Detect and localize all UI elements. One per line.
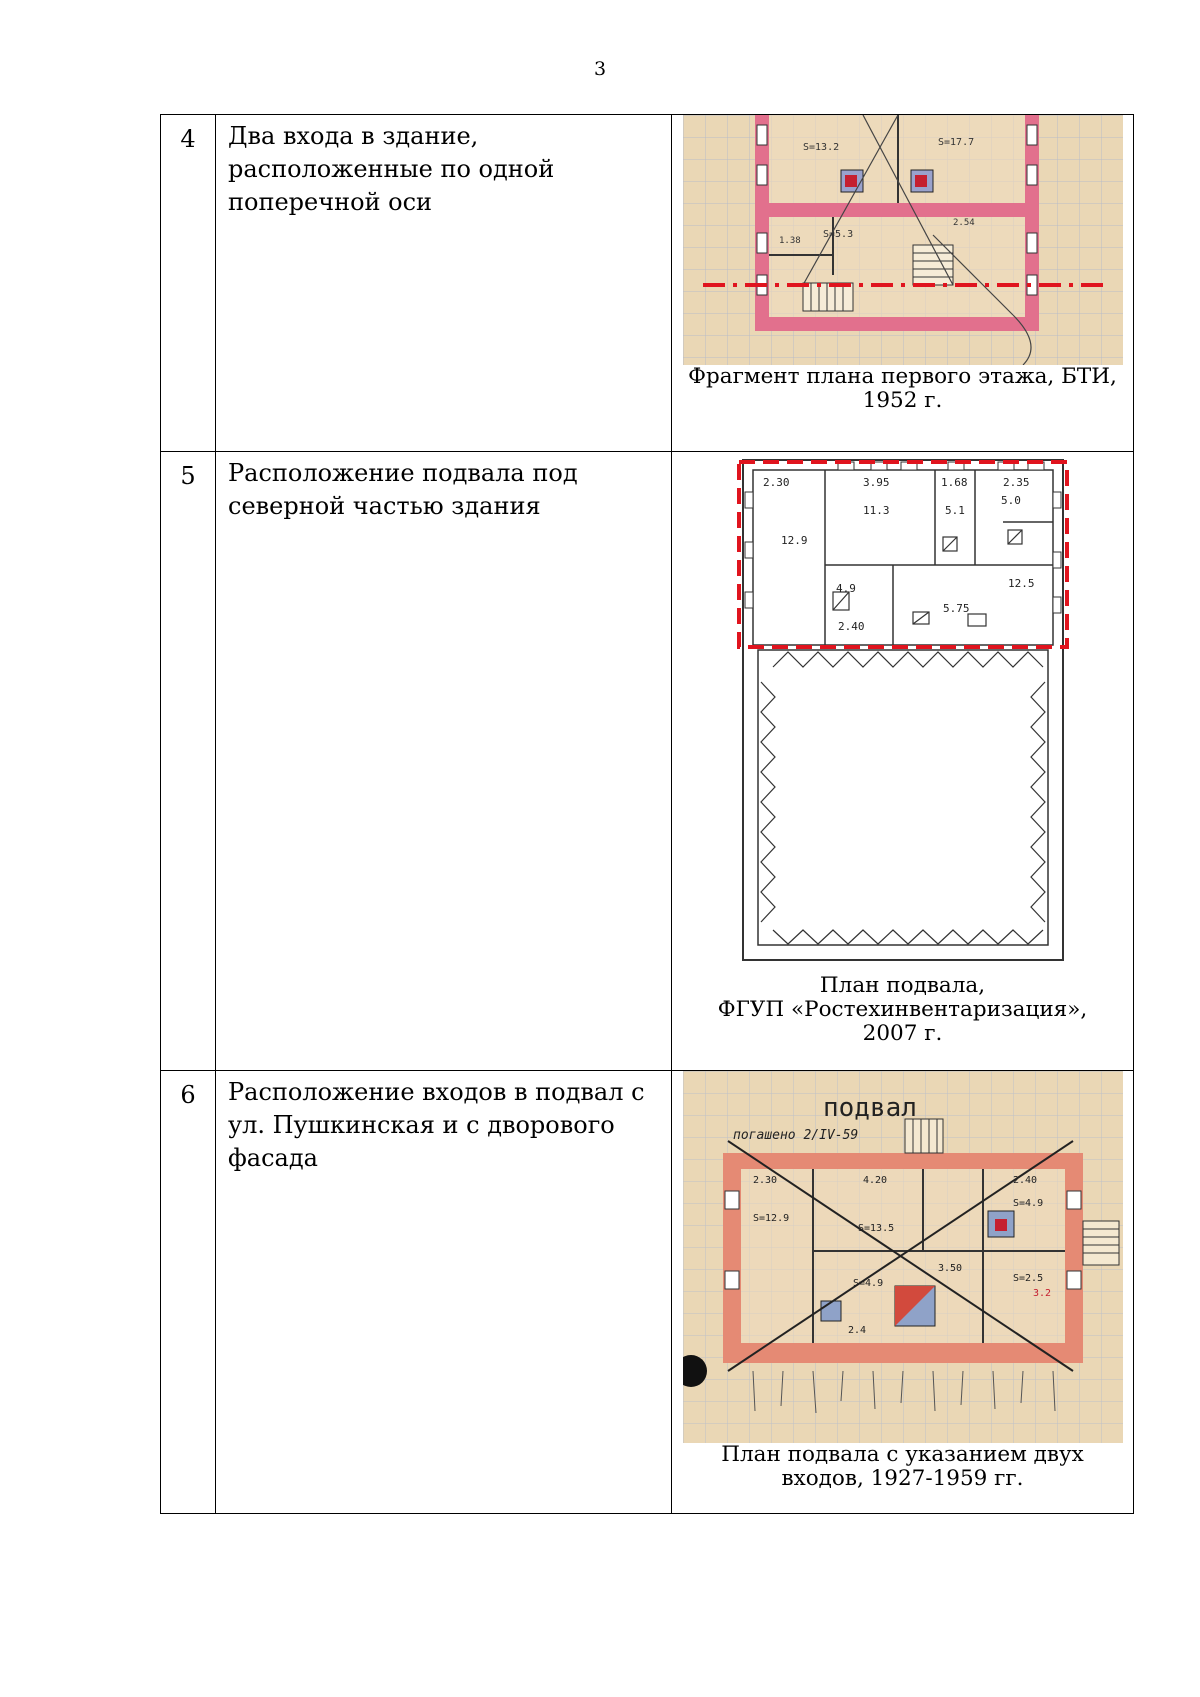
plan-label: 2.54 xyxy=(953,218,975,228)
description-line: расположенные по одной xyxy=(228,155,555,183)
row-description: Расположение подвала под северной частью… xyxy=(215,451,672,1071)
plan-label: 2.30 xyxy=(753,1175,777,1186)
plan-label: 12.5 xyxy=(1008,577,1035,590)
description-line: фасада xyxy=(228,1144,318,1172)
plan-label: подвал xyxy=(823,1093,917,1123)
caption-line: 1952 г. xyxy=(862,388,943,413)
plan-label: S=13.5 xyxy=(858,1223,894,1234)
caption-line: 2007 г. xyxy=(862,1021,943,1046)
plan-label: 4.20 xyxy=(863,1175,887,1186)
plan-label: 2.30 xyxy=(763,476,790,489)
row-illustration: подвал погашено 2/IV-59 xyxy=(671,1070,1134,1514)
plan-label: S=13.2 xyxy=(803,142,839,153)
plan-label: S=17.7 xyxy=(938,137,974,148)
row-illustration: 2.30 3.95 1.68 2.35 12.9 11.3 5.1 5.0 12… xyxy=(671,451,1134,1071)
plan-label: 12.9 xyxy=(781,534,808,547)
plan-label: 5.1 xyxy=(945,504,965,517)
row-number: 6 xyxy=(160,1070,216,1514)
plan-label: S=2.5 xyxy=(1013,1273,1043,1284)
historic-basement-plan-image: подвал погашено 2/IV-59 xyxy=(674,1071,1123,1443)
caption-line: План подвала, xyxy=(819,973,986,998)
row-illustration: S=13.2 S=17.7 S=5.3 1.38 2.54 Фрагмент п… xyxy=(671,114,1134,452)
plan-label: погашено 2/IV-59 xyxy=(733,1128,858,1143)
basement-plan-image: 2.30 3.95 1.68 2.35 12.9 11.3 5.1 5.0 12… xyxy=(712,452,1093,972)
plan-label: 2.4 xyxy=(848,1325,866,1336)
plan-label: 1.38 xyxy=(779,236,801,246)
plan-label: 3.50 xyxy=(938,1263,962,1274)
plan-label: 2.40 xyxy=(838,620,865,633)
description-line: Расположение входов в подвал с xyxy=(228,1078,645,1106)
page-number: 3 xyxy=(593,58,607,80)
caption-line: входов, 1927-1959 гг. xyxy=(781,1466,1024,1491)
illustration-caption: Фрагмент плана первого этажа, БТИ, 1952 … xyxy=(672,365,1133,413)
caption-line: ФГУП «Ростехинвентаризация», xyxy=(717,997,1088,1022)
description-line: Расположение подвала под xyxy=(228,459,578,487)
table-row: 5 Расположение подвала под северной част… xyxy=(160,451,1134,1071)
plan-label: S=4.9 xyxy=(853,1278,883,1289)
features-table: 4 Два входа в здание, расположенные по о… xyxy=(160,114,1134,1514)
description-line: Два входа в здание, xyxy=(228,122,479,150)
plan-label: 2.35 xyxy=(1003,476,1030,489)
row-number: 4 xyxy=(160,114,216,452)
description-line: ул. Пушкинская и с дворового xyxy=(228,1111,615,1139)
plan-label: 3.2 xyxy=(1033,1288,1051,1299)
first-floor-plan-image: S=13.2 S=17.7 S=5.3 1.38 2.54 xyxy=(682,114,1123,366)
plan-label: 1.68 xyxy=(941,476,968,489)
plan-label: 5.0 xyxy=(1001,494,1021,507)
plan-label: 4.9 xyxy=(836,582,856,595)
row-description: Расположение входов в подвал с ул. Пушки… xyxy=(215,1070,672,1514)
plan-label: 11.3 xyxy=(863,504,890,517)
description-line: поперечной оси xyxy=(228,188,433,216)
table-row: 6 Расположение входов в подвал с ул. Пуш… xyxy=(160,1070,1134,1514)
illustration-caption: План подвала, ФГУП «Ростехинвентаризация… xyxy=(672,974,1133,1046)
description-line: северной частью здания xyxy=(228,492,541,520)
caption-line: Фрагмент плана первого этажа, БТИ, xyxy=(688,364,1117,389)
row-description: Два входа в здание, расположенные по одн… xyxy=(215,114,672,452)
plan-label: 3.95 xyxy=(863,476,890,489)
row-number: 5 xyxy=(160,451,216,1071)
plan-label: S=12.9 xyxy=(753,1213,789,1224)
table-row: 4 Два входа в здание, расположенные по о… xyxy=(160,114,1134,452)
caption-line: План подвала с указанием двух xyxy=(721,1442,1084,1467)
plan-label: 5.75 xyxy=(943,602,970,615)
plan-label: 2.40 xyxy=(1013,1175,1037,1186)
plan-label: S=5.3 xyxy=(823,229,853,240)
illustration-caption: План подвала с указанием двух входов, 19… xyxy=(672,1443,1133,1491)
plan-label: S=4.9 xyxy=(1013,1198,1043,1209)
